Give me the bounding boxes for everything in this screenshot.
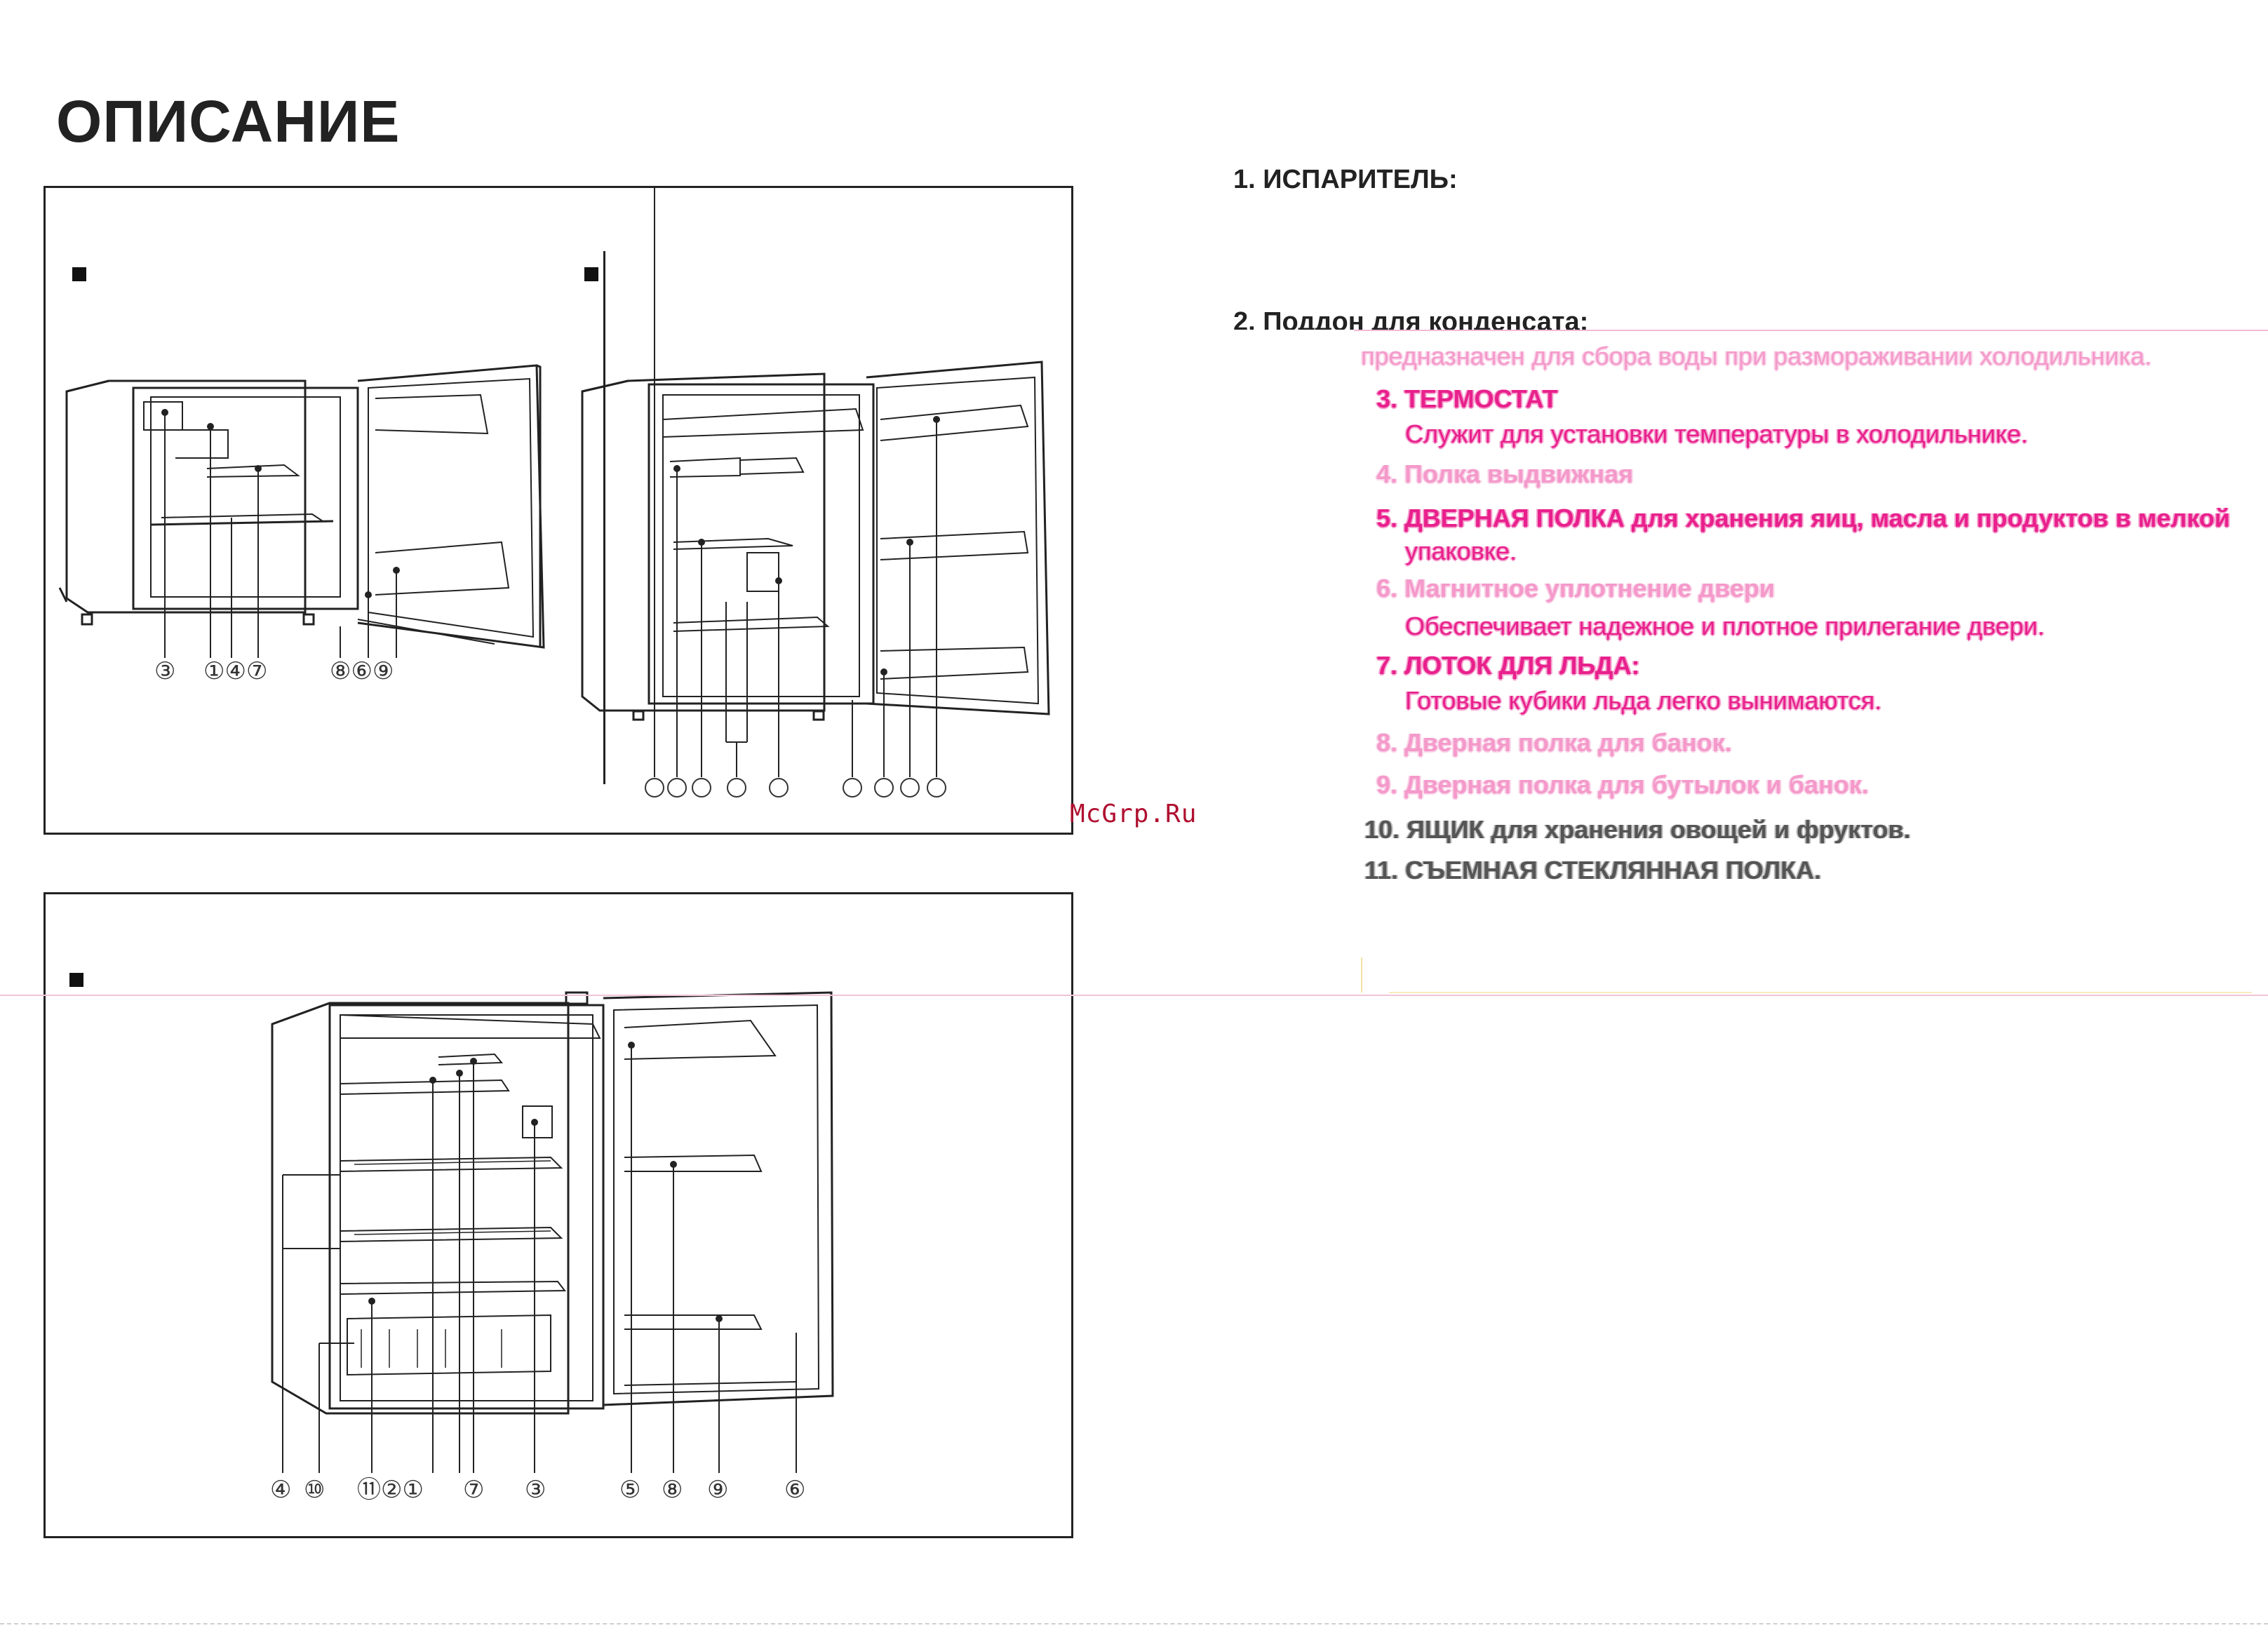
callout-label: ⑧ [662, 1476, 683, 1504]
callout-label: ⑦ [463, 1476, 484, 1504]
item5-heading: 5. ДВЕРНАЯ ПОЛКА для хранения яиц, масла… [1376, 504, 2230, 532]
callout-label: ⑥ [784, 1476, 805, 1504]
bottom-diagram-panel: ④ ⑩ ⑪②① ⑦ ③ ⑤ ⑧ ⑨ ⑥ [43, 892, 1073, 1538]
item9-text: 9. Дверная полка для бутылок и банок. [1376, 770, 1869, 799]
fridge-medium-illustration [581, 188, 1050, 798]
divider-line [1354, 330, 2268, 331]
callout-label: ④ [270, 1476, 291, 1504]
callout-label: ⑤ [619, 1476, 640, 1504]
fridge-small-illustration: ③ ①④⑦ ⑧⑥⑨ [58, 364, 545, 685]
item10-text: 10. ЯЩИК для хранения овощей и фруктов. [1364, 815, 1911, 844]
item1-heading: 1. ИСПАРИТЕЛЬ: [1233, 165, 1458, 194]
item3-text: Служит для установки температуры в холод… [1405, 419, 2028, 448]
callout-label: ③ [525, 1476, 546, 1504]
item8-text: 8. Дверная полка для банок. [1376, 728, 1732, 757]
item1-garbled-line: ⁭⁭⁭⁭⁭⁭⁭ ⁭⁭⁭⁭⁭⁭⁭⁭⁭⁭ [1799, 196, 1816, 223]
item1-garbled-line: ⁭⁭⁭⁭⁭⁭ ⁭⁭ ⁭⁭⁭ ⁭⁭⁭ ⁭ [1801, 258, 1867, 285]
bullet-marker [72, 267, 86, 281]
callout-label: ③ [154, 657, 175, 685]
fridge-large-illustration: ④ ⑩ ⑪②① ⑦ ③ ⑤ ⑧ ⑨ ⑥ [270, 991, 834, 1504]
bullet-marker [584, 267, 598, 281]
callout-label: ⑩ [304, 1476, 325, 1504]
item6-text: Обеспечивает надежное и плотное прилеган… [1405, 612, 2045, 640]
scan-line [1361, 957, 1362, 993]
scan-line [0, 1623, 2268, 1624]
item7-heading: 7. ЛОТОК ДЛЯ ЛЬДА: [1376, 651, 1640, 680]
callout-label: ①④⑦ [203, 657, 267, 685]
callout-label: ⑨ [707, 1476, 728, 1504]
bullet-marker [69, 973, 83, 987]
top-diagram-panel: ③ ①④⑦ ⑧⑥⑨ [43, 186, 1073, 835]
callout-label: ⑪②① [357, 1476, 424, 1504]
item1-garbled-line: ⁭⁭⁭⁭⁭⁭⁭⁭⁭⁭ ⁭ ⁭⁭⁭⁭⁭⁭⁭⁭ [1813, 228, 1846, 255]
panel-divider [603, 251, 605, 784]
scan-line [1389, 992, 2252, 993]
item11-text: 11. СЪЕМНАЯ СТЕКЛЯННАЯ ПОЛКА. [1364, 856, 1822, 884]
item2-heading: 2. Поддон для конденсата: [1233, 307, 1589, 330]
page-title: ОПИСАНИЕ [56, 88, 401, 154]
item7-text: Готовые кубики льда легко вынимаются. [1405, 686, 1882, 715]
item4-text: 4. Полка выдвижная [1376, 459, 1634, 488]
item3-heading: 3. ТЕРМОСТАТ [1376, 384, 1558, 413]
scan-line [0, 995, 2268, 996]
item2-text: предназначен для сбора воды при размораж… [1361, 342, 2152, 370]
watermark: McGrp.Ru [1070, 800, 1197, 828]
item6-heading: 6. Магнитное уплотнение двери [1376, 574, 1775, 603]
callout-label: ⑧⑥⑨ [330, 657, 394, 685]
item5-cont: упаковке. [1405, 537, 1517, 565]
